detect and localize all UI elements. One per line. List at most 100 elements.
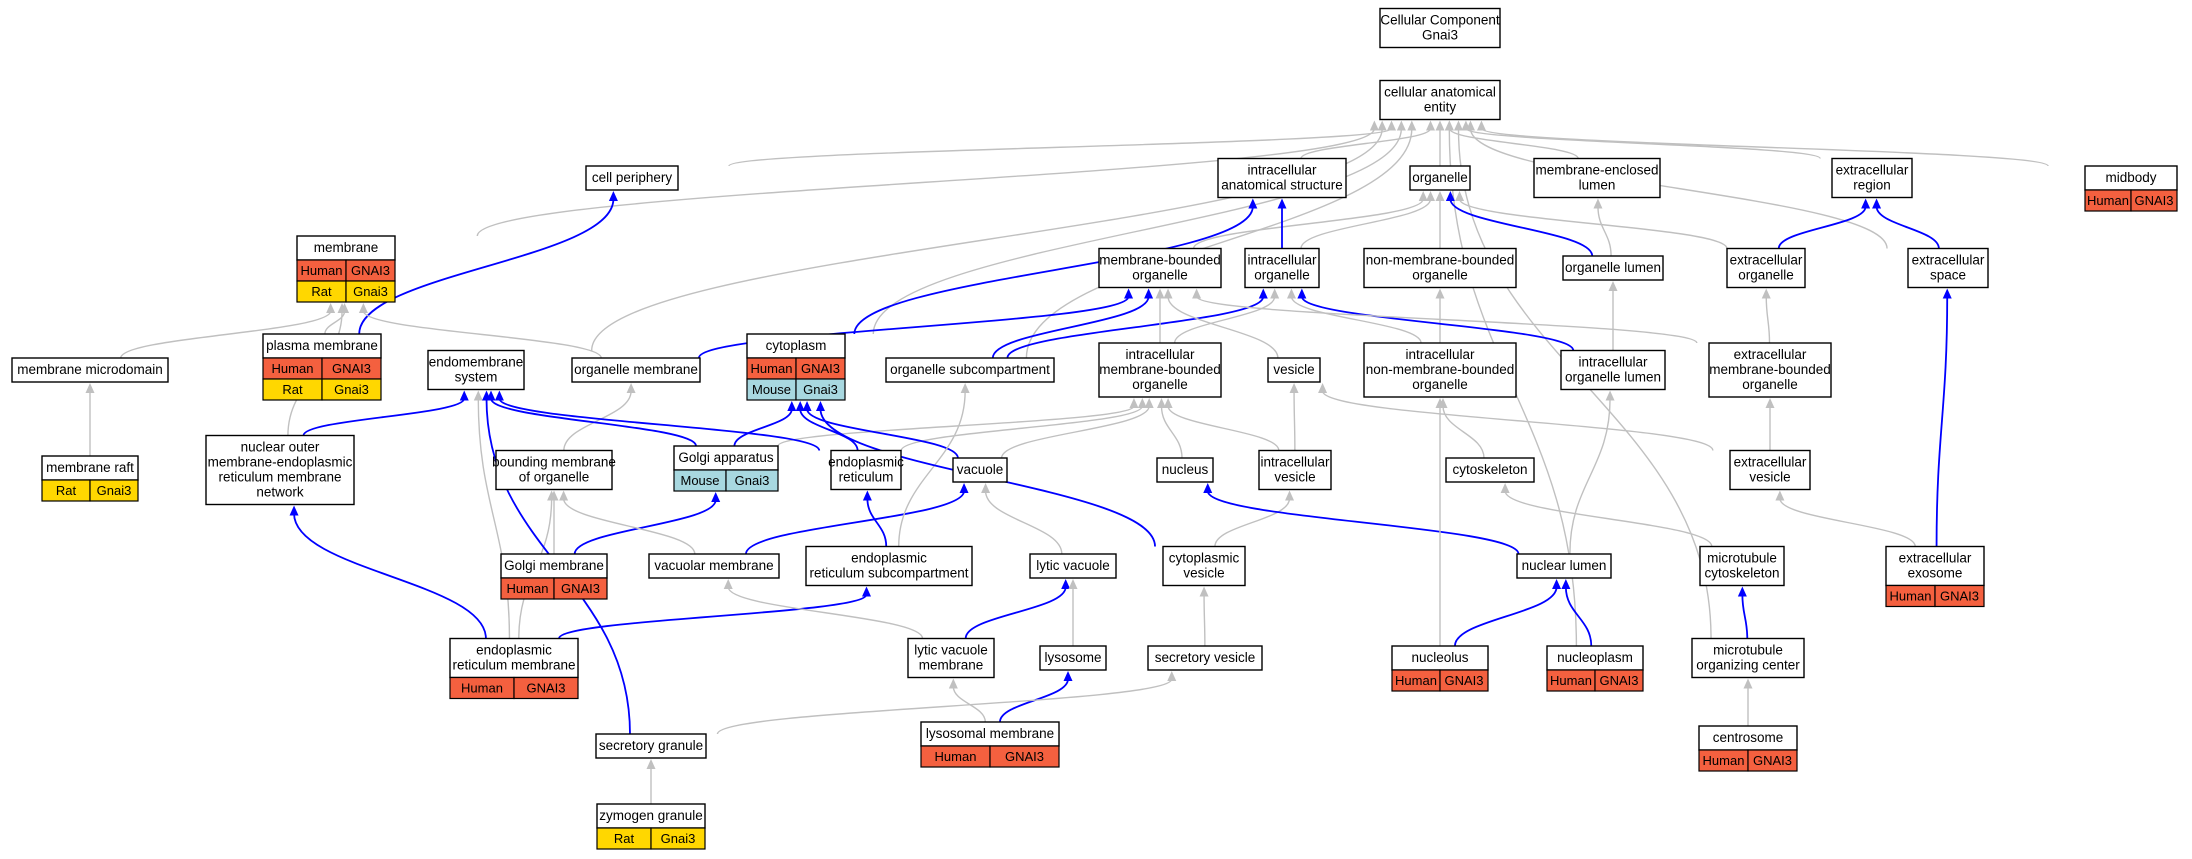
node-vacuole[interactable]: vacuole (952, 457, 1008, 483)
edge-lytvac-to-vacuole (981, 483, 1063, 555)
arrowhead-icon (1455, 191, 1465, 201)
edge-intorg-to-organelle (1300, 191, 1436, 249)
arrowhead-icon (1285, 490, 1295, 501)
arrowhead-icon (787, 401, 797, 411)
node-organelle[interactable]: organelle (1409, 165, 1471, 191)
node-nuclumen[interactable]: nuclear lumen (1516, 553, 1612, 579)
node-orgmem[interactable]: organelle membrane (571, 357, 701, 383)
node-label: vacuole (957, 462, 1004, 477)
arrowhead-icon (1500, 483, 1510, 493)
node-label: endoplasmic (851, 551, 927, 566)
edge-orglumen-to-organelle (1445, 191, 1594, 257)
edge-inmbo-to-nmbo (1435, 288, 1445, 343)
node-orgsub[interactable]: organelle subcompartment (885, 357, 1055, 383)
arrowhead-icon (1286, 288, 1296, 299)
edge-vacmem-to-boundmem (559, 490, 696, 555)
node-box (1726, 247, 1806, 289)
species-label: Rat (311, 284, 332, 299)
node-label: exosome (1908, 566, 1963, 581)
edge-boundmem-to-orgmem (563, 383, 636, 451)
node-box (1698, 725, 1798, 751)
gene-cell (989, 745, 1060, 768)
node-inmbo[interactable]: intracellularnon-membrane-boundedorganel… (1363, 342, 1517, 398)
arrowhead-icon (1270, 288, 1280, 299)
edge-cytoplasm-to-cae (872, 120, 1406, 335)
node-memmicro[interactable]: membrane microdomain (11, 357, 169, 383)
gene-cell (650, 827, 706, 850)
node-box (1708, 342, 1832, 398)
gene-label: Gnai3 (334, 382, 369, 397)
node-secgran[interactable]: secretory granule (595, 733, 707, 759)
node-label: membrane (314, 240, 379, 255)
node-orglumen[interactable]: organelle lumen (1562, 255, 1664, 281)
node-cellperiph[interactable]: cell periphery (585, 165, 679, 191)
node-vacmem[interactable]: vacuolar membrane (648, 553, 780, 579)
gene-label: Gnai3 (803, 382, 838, 397)
arrowhead-icon (1407, 120, 1417, 131)
node-lytvac[interactable]: lytic vacuole (1029, 553, 1117, 579)
node-vesicle[interactable]: vesicle (1267, 357, 1321, 383)
edge-orgsub-to-mbo (991, 288, 1154, 359)
node-label: reticulum (839, 470, 894, 485)
edge-midbody-to-cae (1476, 120, 2049, 167)
arrowhead-icon (1476, 120, 1486, 131)
node-label: organelle (1412, 170, 1468, 185)
gene-label: GNAI3 (1005, 749, 1044, 764)
gene-label: Gnai3 (353, 284, 388, 299)
species-label: Human (1703, 753, 1745, 768)
node-nucleus[interactable]: nucleus (1156, 457, 1214, 483)
species-label: Human (1550, 673, 1592, 688)
gene-label: GNAI3 (1753, 753, 1792, 768)
edge-plasmamem-to-cellperiph (358, 191, 618, 335)
gene-label: GNAI3 (1940, 589, 1979, 604)
edge-vacuole-to-imbo (1000, 398, 1154, 459)
node-nucouter[interactable]: nuclear outermembrane-endoplasmicreticul… (205, 434, 355, 506)
gene-cell (89, 479, 139, 502)
node-cytoskeleton[interactable]: cytoskeleton (1445, 457, 1535, 483)
node-label: cellular anatomical (1384, 85, 1496, 100)
node-label: system (455, 370, 498, 385)
edge-lysomem-to-lytvacmem (948, 678, 987, 723)
node-label: secretory vesicle (1155, 650, 1256, 665)
node-lysosome[interactable]: lysosome (1039, 645, 1107, 671)
node-secves[interactable]: secretory vesicle (1147, 645, 1263, 671)
node-label: organelle (1738, 268, 1794, 283)
